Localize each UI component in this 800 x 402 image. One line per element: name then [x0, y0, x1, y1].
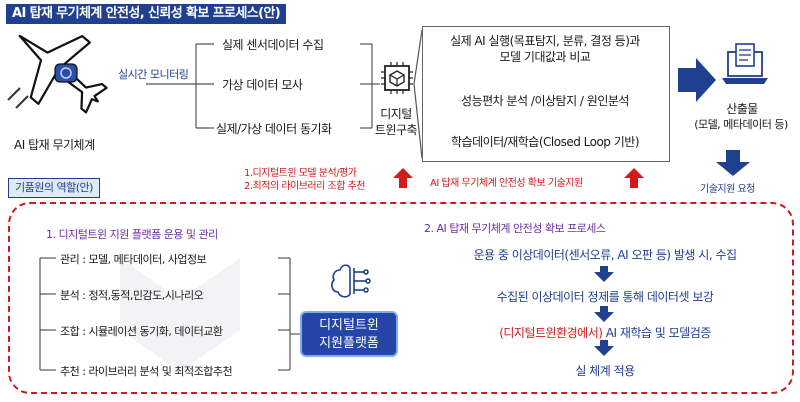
brain-chip-icon [54, 63, 78, 83]
branch-virtual: 가상 데이터 모사 [222, 78, 303, 92]
platform-button[interactable]: 디지털트윈 지원플랫폼 [300, 311, 398, 357]
system-label: AI 탑재 무기체계 [14, 138, 95, 152]
process-step-2: 성능편차 분석 /이상탐지 / 원인분석 [461, 94, 629, 108]
left-item-analyze: 분석 : 정적,동적,민감도,시나리오 [60, 289, 204, 302]
left-item-manage: 관리 : 모델, 메타데이터, 사업정보 [60, 253, 207, 266]
red-note-center: AI 탑재 무기체계 안전성 확보 기술지원 [430, 178, 583, 189]
left-item-recommend: 추천 : 라이브러리 분석 및 최적조합추천 [60, 365, 233, 378]
process-box [422, 26, 670, 162]
red-note-1: 1.디지털트윈 모델 분석/평가 [244, 168, 357, 179]
branch-sensor: 실제 센서데이터 수집 [222, 38, 324, 52]
right-step-2: 수집된 이상데이터 정제를 통해 데이터셋 보강 [496, 290, 714, 304]
tech-support-label: 기술지원 요청 [700, 184, 755, 195]
motion-lines [7, 87, 29, 109]
tech-support-arrow [716, 150, 750, 176]
branch-connector [146, 29, 423, 159]
right-panel-heading: 2. AI 탑재 무기체계 안전성 확보 프로세스 [424, 222, 606, 235]
chevron-watermark [120, 258, 240, 372]
output-title: 산출물 [726, 102, 758, 116]
right-step-3-text: AI 재학습 및 모델검증 [605, 326, 712, 340]
left-item-combine: 조합 : 시뮬레이션 동기화, 데이터교환 [60, 325, 223, 338]
left-panel-heading: 1. 디지털트윈 지원 플랫폼 운용 및 관리 [46, 228, 218, 241]
left-panel-bracket [39, 257, 300, 371]
right-arrow-icon [678, 58, 716, 102]
right-step-3-prefix: (디지털트윈환경에서) [499, 326, 603, 340]
right-step-3: (디지털트윈환경에서) AI 재학습 및 모델검증 [420, 324, 790, 341]
cube-chip-icon [381, 62, 413, 94]
role-box [8, 202, 794, 394]
role-label: 기품원의 역할(안) [8, 178, 100, 198]
red-up-arrows [393, 168, 644, 188]
step-arrows [594, 266, 614, 356]
red-note-2: 2.최적의 라이브러리 조합 추천 [244, 181, 365, 192]
laptop-document-icon [722, 43, 768, 84]
right-step-1: 운용 중 이상데이터(센서오류, AI 오판 등) 발생 시, 수집 [473, 248, 737, 262]
right-step-4: 실 체계 적용 [575, 364, 635, 378]
process-step-1: 실제 AI 실행(목표탐지, 분류, 결정 등)과 모델 기대값과 비교 [450, 34, 640, 64]
branch-sync: 실제/가상 데이터 동기화 [216, 122, 332, 136]
process-step-3: 학습데이터/재학습(Closed Loop 기반) [450, 135, 640, 149]
twin-label: 디지털 트윈구축 [374, 107, 418, 137]
page-title: AI 탑재 무기체계 안전성, 신뢰성 확보 프로세스(안) [6, 4, 287, 24]
output-detail: (모델, 메타데이터 등) [694, 118, 788, 131]
monitoring-label: 실시간 모니터링 [118, 68, 189, 81]
brain-circuit-icon [331, 264, 371, 298]
